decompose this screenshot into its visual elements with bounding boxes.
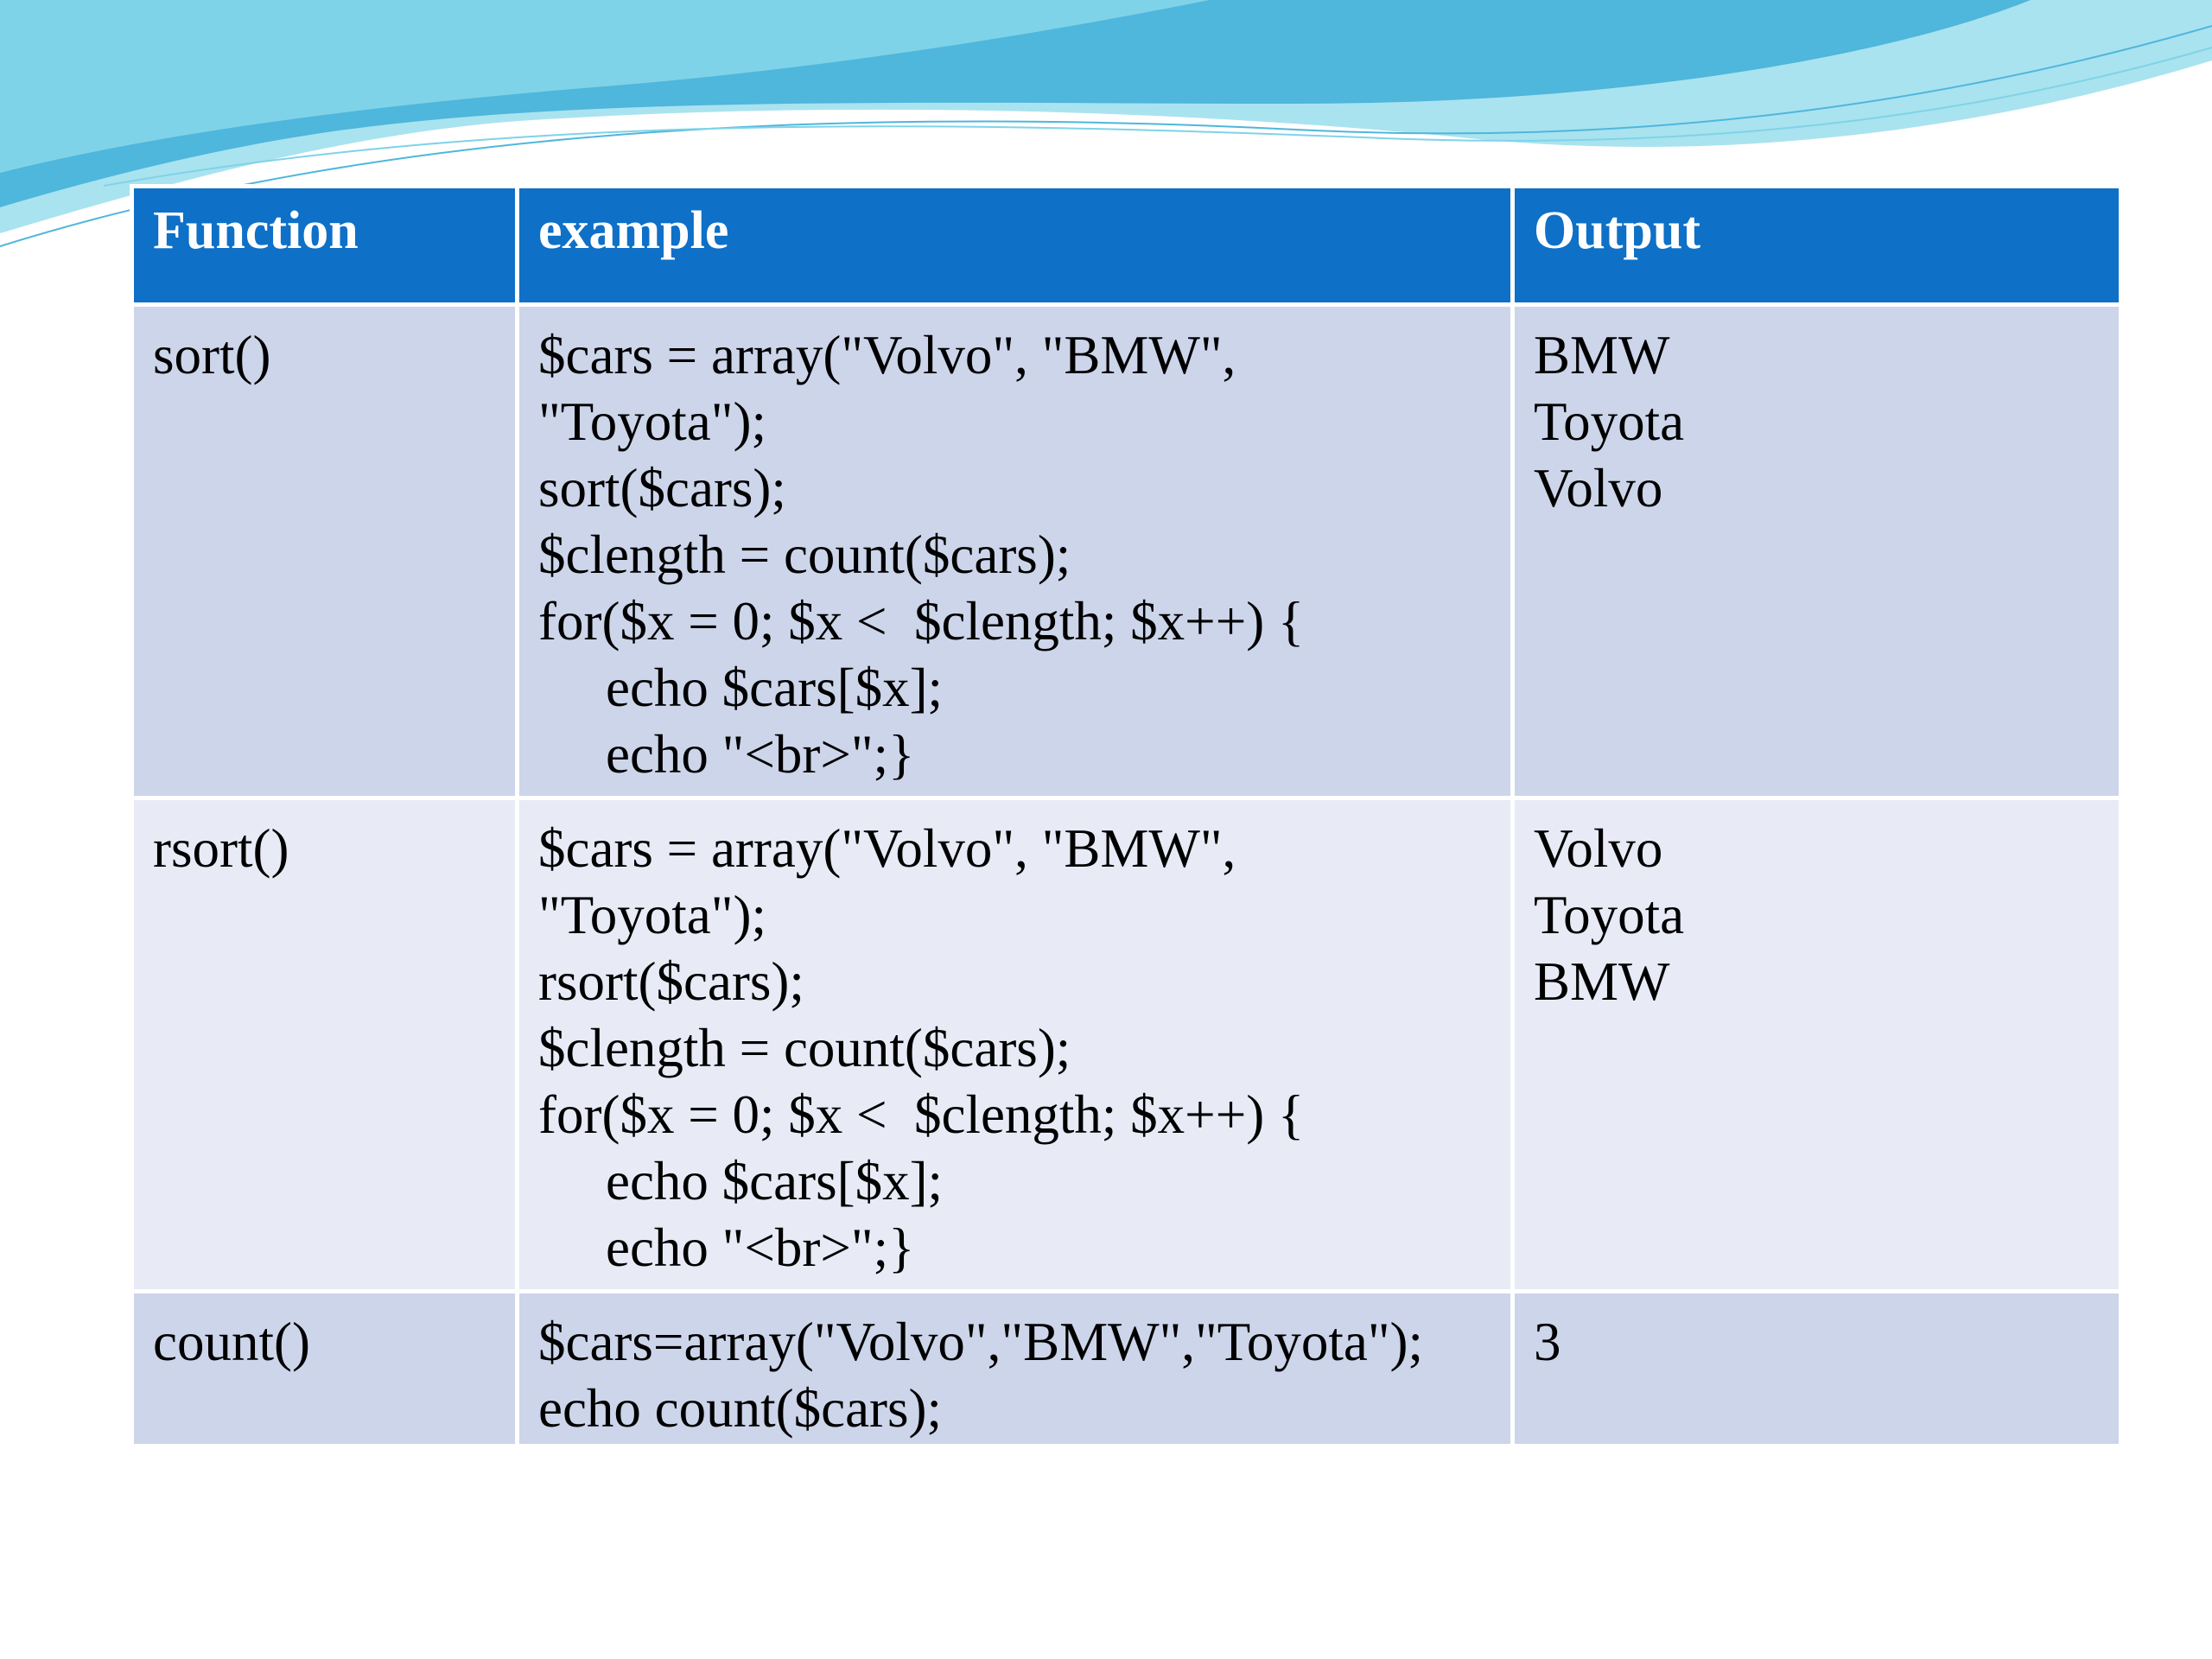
code-line: rsort($cars); <box>538 951 804 1012</box>
function-name: sort() <box>153 325 271 385</box>
functions-table: Function example Output sort() $cars = a… <box>130 184 2123 1448</box>
output-line: BMW <box>1534 951 1670 1012</box>
function-cell: rsort() <box>130 796 519 1294</box>
function-name: rsort() <box>153 818 289 879</box>
output-line: 3 <box>1534 1312 1561 1372</box>
header-example: example <box>515 184 1515 307</box>
code-line: echo "<br>";} <box>606 1217 915 1278</box>
output-cell: 3 <box>1510 1289 2123 1448</box>
code-line: "Toyota"); <box>538 391 766 452</box>
output-line: Toyota <box>1534 885 1685 945</box>
function-cell: sort() <box>130 302 519 800</box>
code-line: echo count($cars); <box>538 1378 943 1439</box>
code-line: $cars = array("Volvo", "BMW", <box>538 325 1236 385</box>
code-line: echo $cars[$x]; <box>606 1151 944 1211</box>
example-cell: $cars = array("Volvo", "BMW", "Toyota");… <box>515 796 1515 1294</box>
code-line: $cars = array("Volvo", "BMW", <box>538 818 1236 879</box>
code-line: echo $cars[$x]; <box>606 658 944 718</box>
example-cell: $cars = array("Volvo", "BMW", "Toyota");… <box>515 302 1515 800</box>
function-cell: count() <box>130 1289 519 1448</box>
code-line: sort($cars); <box>538 458 786 518</box>
wave-shape-front <box>0 0 1210 173</box>
header-output: Output <box>1510 184 2123 307</box>
table-header-row: Function example Output <box>130 184 2123 307</box>
code-line: "Toyota"); <box>538 885 766 945</box>
table-row-count: count() $cars=array("Volvo","BMW","Toyot… <box>130 1289 2123 1448</box>
header-function: Function <box>130 184 519 307</box>
table-row-rsort: rsort() $cars = array("Volvo", "BMW", "T… <box>130 796 2123 1294</box>
output-line: Volvo <box>1534 818 1663 879</box>
code-line: echo "<br>";} <box>606 724 915 785</box>
code-line: $clength = count($cars); <box>538 1018 1071 1078</box>
wave-line-1 <box>0 25 2212 247</box>
example-cell: $cars=array("Volvo","BMW","Toyota"); ech… <box>515 1289 1515 1448</box>
wave-decoration <box>0 0 2212 247</box>
output-cell: BMW Toyota Volvo <box>1510 302 2123 800</box>
table-row-sort: sort() $cars = array("Volvo", "BMW", "To… <box>130 302 2123 800</box>
code-line: $clength = count($cars); <box>538 524 1071 585</box>
wave-line-2 <box>103 47 2212 187</box>
output-cell: Volvo Toyota BMW <box>1510 796 2123 1294</box>
output-line: Toyota <box>1534 391 1685 452</box>
code-line: $cars=array("Volvo","BMW","Toyota"); <box>538 1312 1424 1372</box>
code-line: for($x = 0; $x < $clength; $x++) { <box>538 1084 1305 1145</box>
function-name: count() <box>153 1312 310 1372</box>
output-line: Volvo <box>1534 458 1663 518</box>
code-line: for($x = 0; $x < $clength; $x++) { <box>538 591 1305 652</box>
output-line: BMW <box>1534 325 1670 385</box>
